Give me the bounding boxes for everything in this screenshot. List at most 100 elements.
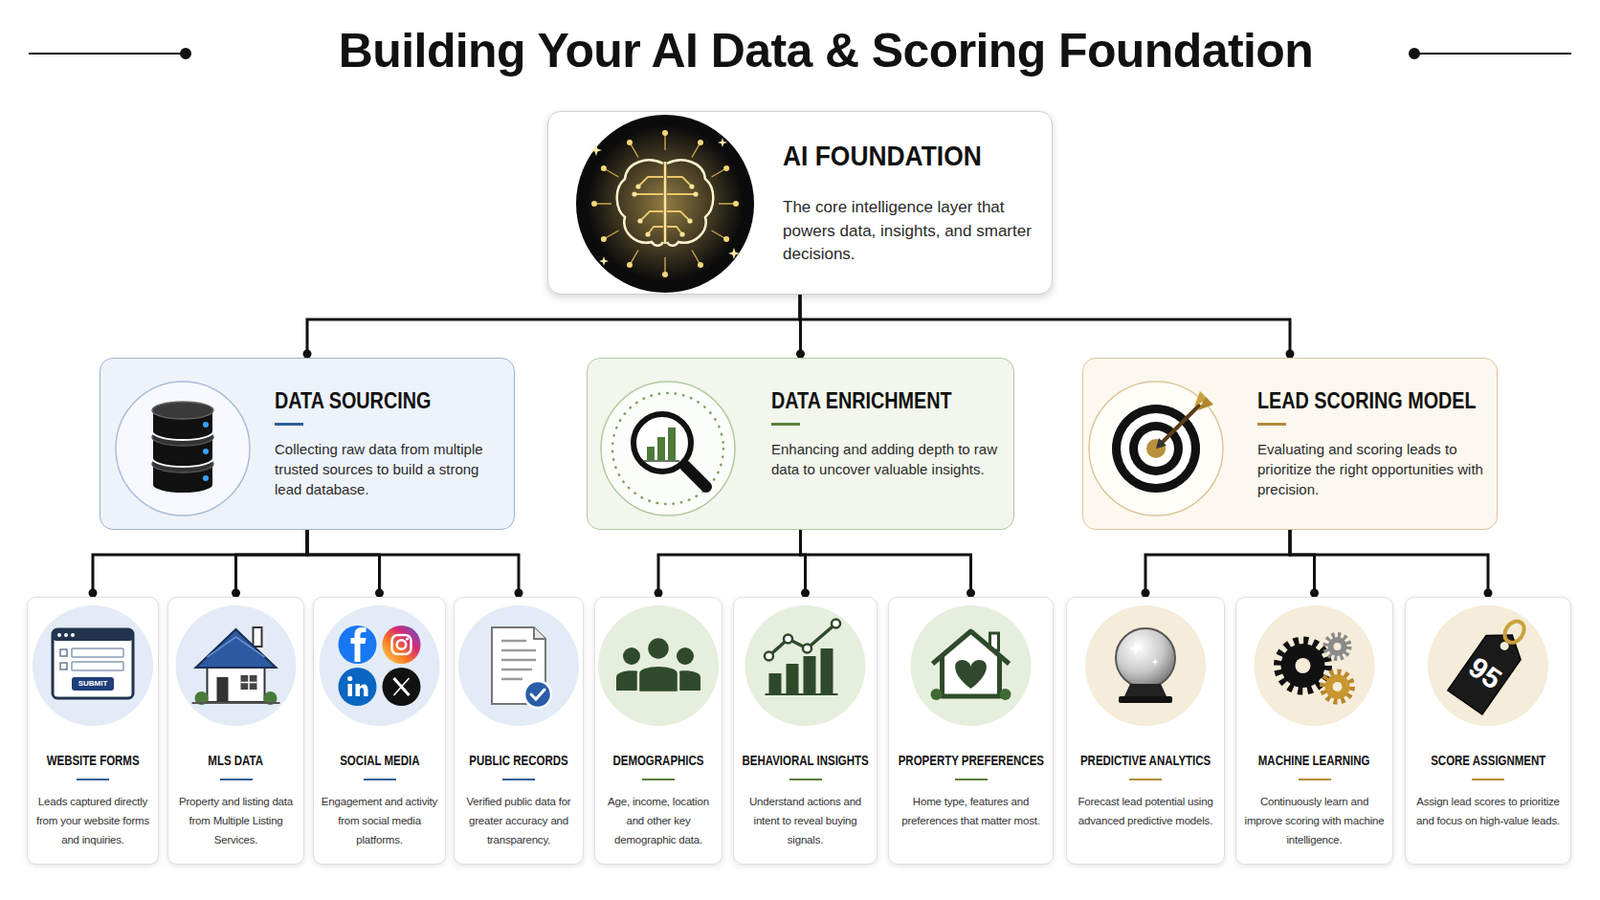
node-heading: MLS DATA — [208, 752, 265, 770]
heading-row: PROPERTY PREFERENCES — [893, 752, 1048, 770]
web-form-icon-part — [60, 649, 67, 657]
house-icon-part — [253, 627, 263, 647]
text-area: PROPERTY PREFERENCES Home type, features … — [888, 752, 1053, 831]
x-logo — [382, 667, 422, 707]
document-icon-part — [491, 627, 546, 705]
web-form-icon-part — [71, 648, 124, 658]
gears-icon-part — [1278, 641, 1329, 691]
house-icon-part — [207, 637, 266, 658]
magnifier-chart-icon — [600, 381, 735, 516]
text-area: BEHAVIORAL INSIGHTSUnderstand actions an… — [733, 752, 877, 850]
magnifier-chart-icon-part — [657, 437, 666, 461]
gears-icon-part — [1254, 605, 1376, 727]
heading-underline — [771, 422, 800, 426]
trend-chart-icon-part — [765, 693, 839, 696]
heading-row: SOCIAL MEDIA — [318, 752, 441, 770]
item-card: SOCIAL MEDIAEngagement and activity from… — [312, 597, 446, 866]
node-description: Continuously learn and improve scoring w… — [1241, 792, 1388, 850]
facebook-logo — [338, 625, 378, 665]
tree-connector — [88, 530, 309, 599]
item-card: PUBLIC RECORDSVerified public data for g… — [453, 597, 584, 866]
text-area: PREDICTIVE ANALYTICSForecast lead potent… — [1066, 752, 1224, 831]
node-description: Home type, features and preferences that… — [893, 792, 1048, 831]
web-form-icon-part — [52, 629, 134, 642]
facebook-logo-part — [351, 627, 367, 663]
target-icon-part — [1155, 438, 1167, 449]
tree-connector — [231, 530, 308, 599]
house-icon-part — [207, 662, 266, 703]
brain-circuit-icon-part-part — [591, 200, 598, 207]
brain-circuit-icon-part-part — [590, 144, 602, 156]
database-icon-part — [152, 464, 214, 494]
target-icon-part — [1157, 404, 1200, 447]
connector-line — [800, 294, 1290, 358]
house-icon-part — [241, 675, 258, 690]
heading-underline — [274, 422, 304, 426]
target-icon-part — [1129, 422, 1183, 476]
diagram-title: Building Your AI Data & Scoring Foundati… — [155, 21, 1496, 81]
document-icon-part — [458, 605, 579, 727]
house-icon-part — [196, 629, 277, 668]
heading-row: AI FOUNDATION — [782, 138, 1051, 174]
node-description: The core intelligence layer that powers … — [782, 196, 1051, 267]
web-form-icon-part — [70, 633, 75, 638]
house-icon-part — [217, 677, 229, 703]
heading-underline — [1471, 778, 1505, 781]
database-icon-part — [202, 448, 209, 455]
tree-connector — [307, 530, 524, 599]
node-heading: AI FOUNDATION — [782, 138, 982, 174]
people-icon — [598, 605, 719, 727]
brain-circuit-icon-part — [576, 114, 755, 293]
heading-underline — [642, 778, 675, 781]
node-description: Enhancing and adding depth to raw data t… — [771, 439, 1001, 480]
trend-chart-icon-part — [764, 652, 774, 662]
text-area: AI FOUNDATION The core intelligence layer… — [782, 138, 1051, 267]
node-description: Age, income, location and other key demo… — [600, 792, 717, 850]
connector-line — [307, 294, 800, 358]
brain-circuit-icon-part-part — [717, 137, 728, 148]
brain-circuit-icon-part-part — [600, 165, 607, 172]
title-rule-right — [1409, 48, 1572, 59]
x-logo-part — [394, 678, 410, 696]
node-heading: SOCIAL MEDIA — [339, 752, 420, 770]
score-tag-icon — [1427, 605, 1549, 727]
gears-icon-part-part — [1326, 635, 1350, 659]
people-icon-part — [646, 637, 670, 661]
connector-line — [307, 530, 519, 598]
brain-circuit-icon-part-part — [626, 139, 633, 146]
brain-circuit-icon — [576, 114, 755, 293]
item-card: PROPERTY PREFERENCES Home type, features … — [888, 597, 1054, 866]
title-rule-right-part — [1414, 52, 1572, 55]
database-icon-part — [152, 428, 214, 446]
node-heading: WEBSITE FORMS — [46, 752, 140, 770]
node-description: Assign lead scores to prioritize and foc… — [1410, 792, 1566, 831]
people-icon-part — [622, 647, 641, 666]
target-icon-part — [1194, 391, 1208, 407]
brain-circuit-icon-part-part — [723, 236, 730, 243]
node-heading: DATA SOURCING — [274, 387, 431, 415]
heading-row: MACHINE LEARNING — [1241, 752, 1388, 770]
gears-icon-part-part — [1325, 674, 1351, 700]
brain-circuit-icon-part-part — [599, 256, 609, 267]
linkedin-logo-part — [338, 667, 378, 707]
node-description: Verified public data for greater accurac… — [459, 792, 578, 850]
score-tag-icon-part — [1447, 610, 1539, 715]
crystal-ball-icon-part — [1115, 628, 1176, 689]
category-box: LEAD SCORING MODELEvaluating and scoring… — [1082, 357, 1498, 531]
crystal-ball-icon-part — [1129, 642, 1143, 656]
item-card: PREDICTIVE ANALYTICSForecast lead potent… — [1066, 597, 1225, 866]
web-form-icon-part — [64, 633, 68, 638]
heading-row: DEMOGRAPHICS — [600, 752, 717, 770]
brain-circuit-icon-part-part — [697, 139, 704, 146]
brain-circuit-icon-part-part — [662, 271, 668, 278]
gears-icon — [1254, 605, 1376, 727]
social-media-icons-part — [319, 605, 441, 727]
brain-circuit-icon-part — [591, 130, 739, 278]
gears-icon-part-part — [1333, 682, 1343, 692]
people-icon-part — [638, 666, 679, 693]
tree-connector — [1289, 530, 1493, 599]
connector-line — [800, 530, 806, 598]
house-icon-part — [192, 702, 281, 705]
linkedin-logo-part — [355, 684, 361, 697]
